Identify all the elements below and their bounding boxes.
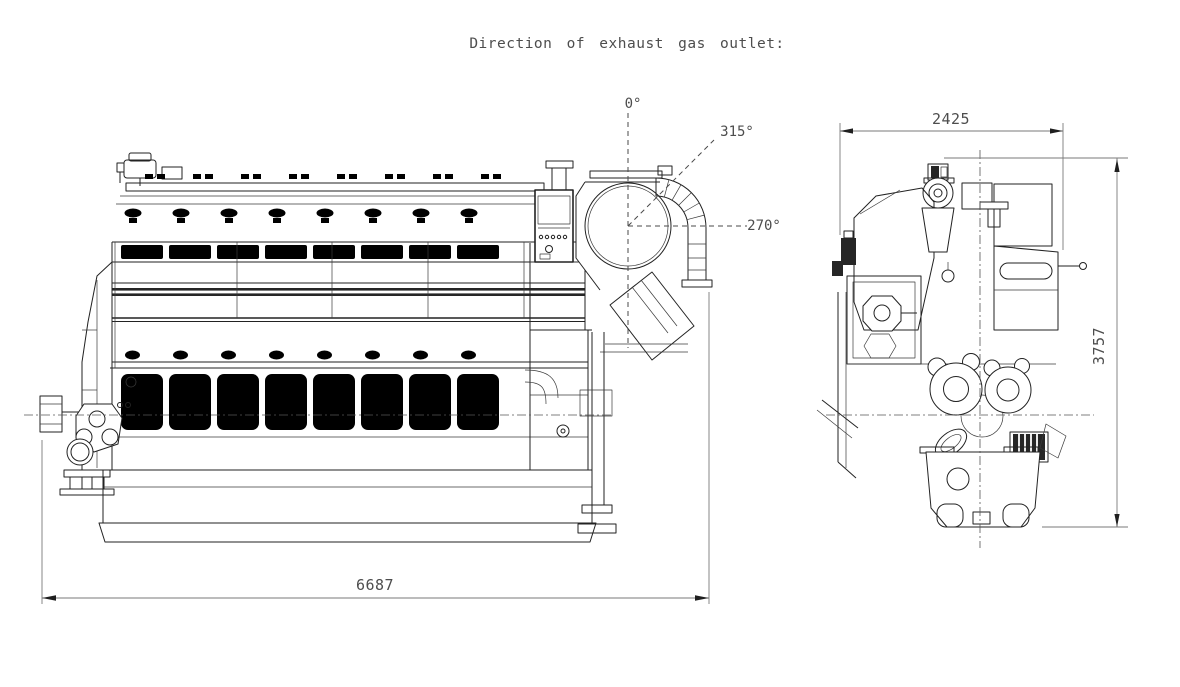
oil-sump [98,469,597,543]
dimension-overall-width: 2425 [839,110,1064,250]
side-elevation-view [39,152,713,543]
oil-filters [832,230,856,276]
pump-drive-assembly [927,353,1032,458]
engine-block [110,241,588,470]
ray-315-deg [627,139,715,227]
end-view-left-panel [846,262,1056,365]
angle-315-label: 315° [720,124,754,140]
centrelines [24,150,1094,548]
control-panel [534,160,574,263]
overall-height-value: 3757 [1090,327,1108,365]
end-view-upper-housing [853,182,1087,331]
overall-width-value: 2425 [932,110,970,128]
crankcase-breather [116,152,183,186]
cylinder-units [118,174,501,430]
angle-0-label: 0° [625,96,642,112]
charge-air-duct [600,271,695,361]
end-view-pulley [922,163,955,209]
angle-270-label: 270° [747,218,781,234]
rocker-rail [116,182,546,205]
overall-length-value: 6687 [356,576,394,594]
dimension-overall-length: 6687 [41,292,710,604]
exhaust-elbow-duct [655,177,713,288]
drawing-title: Direction of exhaust gas outlet: [469,36,784,52]
front-pump-cluster [39,395,131,496]
turbo-support-column [577,332,617,534]
exhaust-direction-annotation: 0° 315° 270° [625,96,781,348]
turbocharger [575,165,673,291]
end-view-sump [919,446,1041,528]
dimension-overall-height: 3757 [944,157,1128,528]
flywheel-end-housing [524,243,592,470]
end-view-left-wall [816,292,859,479]
end-elevation-view [816,163,1087,528]
